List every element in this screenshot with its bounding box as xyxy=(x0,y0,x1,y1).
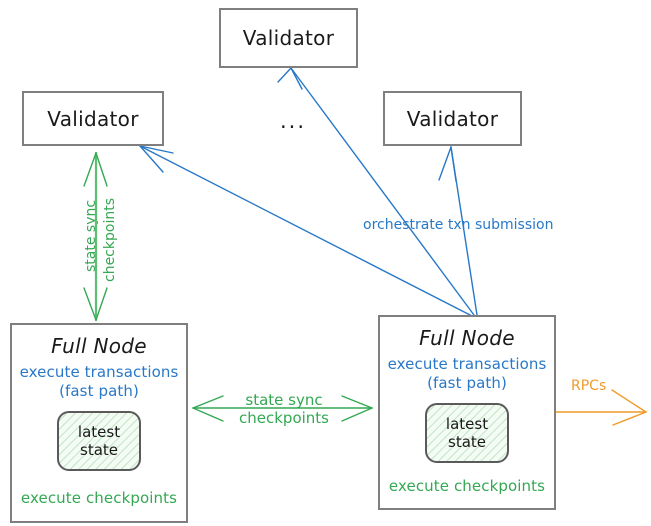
latest-state-box-left: latest state xyxy=(57,411,141,472)
validator-label-top: Validator xyxy=(242,26,335,50)
edge-label-rpcs: RPCs xyxy=(571,378,607,394)
edge-label-state-sync-horizontal-line1: state sync xyxy=(245,391,323,409)
edge-label-state-sync-horizontal: state sync checkpoints xyxy=(229,391,339,428)
validator-box-right[interactable]: Validator xyxy=(383,91,522,146)
full-node-title-left: Full Node xyxy=(51,334,147,358)
arrow-rpcs xyxy=(555,389,647,426)
full-node-exec-left: execute transactions (fast path) xyxy=(20,363,179,401)
validator-box-left[interactable]: Validator xyxy=(22,91,164,146)
full-node-title-right: Full Node xyxy=(419,326,515,350)
latest-state-line1-right: latest xyxy=(445,414,489,433)
latest-state-line2-right: state xyxy=(448,433,486,452)
edge-label-orchestrate: orchestrate txn submission xyxy=(363,217,554,233)
validator-label-right: Validator xyxy=(406,106,499,131)
latest-state-box-right: latest state xyxy=(425,403,509,464)
full-node-checkpoints-left: execute checkpoints xyxy=(20,489,178,508)
edge-label-state-sync-vertical-line1: state sync xyxy=(83,199,99,272)
full-node-checkpoints-right: execute checkpoints xyxy=(388,477,546,496)
full-node-exec-line1-left: execute transactions xyxy=(19,363,179,381)
full-node-exec-line2-left: (fast path) xyxy=(59,382,139,401)
latest-state-line2-left: state xyxy=(80,441,118,460)
edge-label-state-sync-horizontal-line2: checkpoints xyxy=(239,409,329,428)
full-node-box-right[interactable]: Full Node execute transactions (fast pat… xyxy=(378,315,556,510)
validator-label-left: Validator xyxy=(47,106,139,131)
validator-box-top[interactable]: Validator xyxy=(219,8,358,68)
validators-ellipsis: ... xyxy=(280,109,307,133)
full-node-exec-line1-right: execute transactions xyxy=(387,355,547,373)
full-node-exec-right: execute transactions (fast path) xyxy=(388,355,547,393)
latest-state-line1-left: latest xyxy=(77,422,121,441)
edge-label-state-sync-vertical-line2: checkpoints xyxy=(102,198,118,282)
full-node-exec-line2-right: (fast path) xyxy=(427,374,507,393)
full-node-box-left[interactable]: Full Node execute transactions (fast pat… xyxy=(10,323,188,523)
